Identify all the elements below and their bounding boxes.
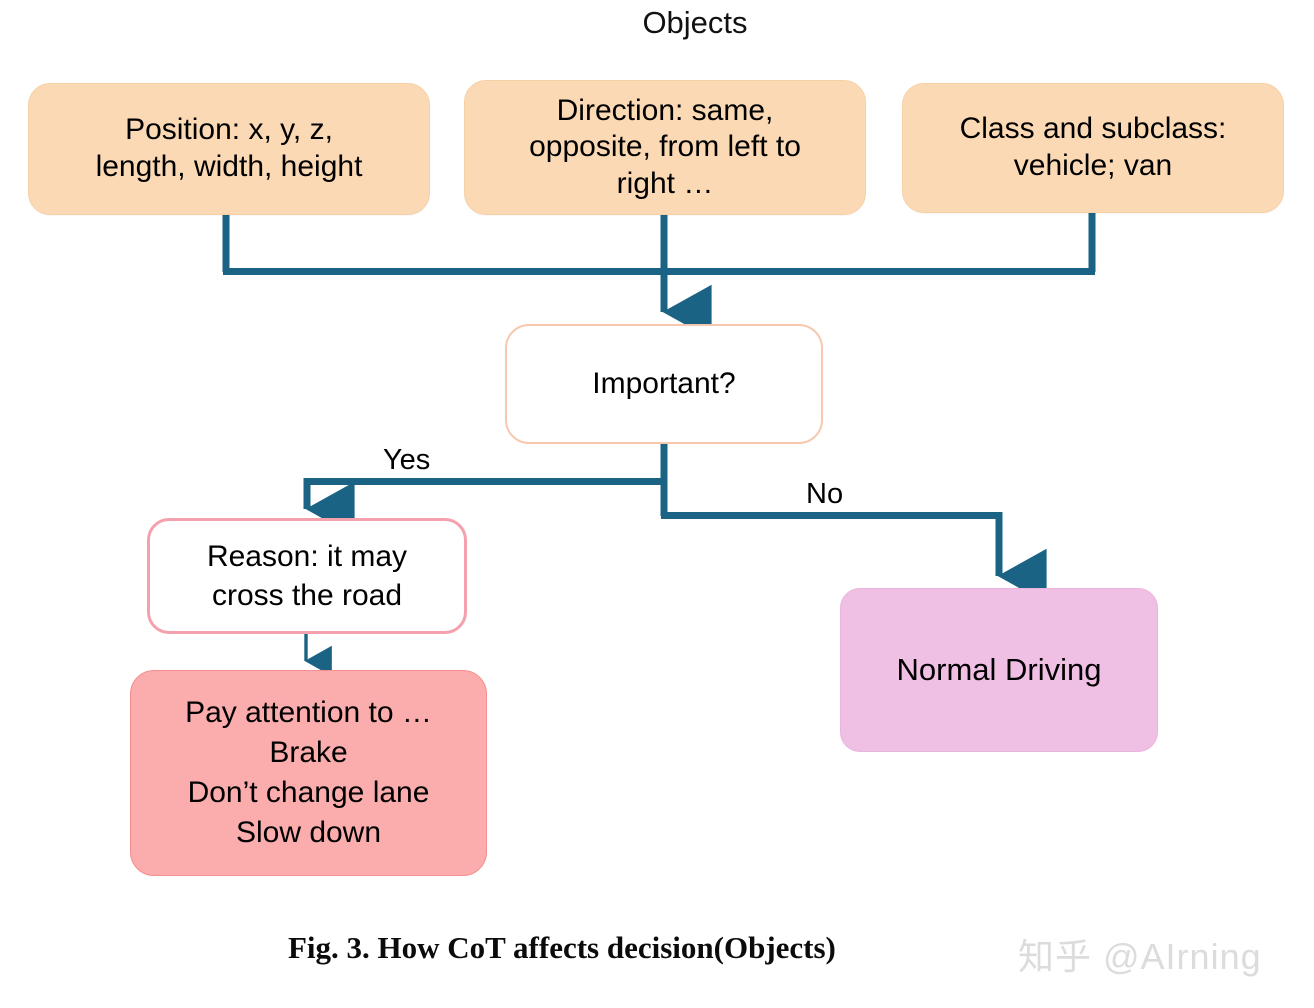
node-important-decision[interactable]: Important? <box>505 324 823 444</box>
edge-yes-to-reason <box>303 478 667 537</box>
figure-caption: Fig. 3. How CoT affects decision(Objects… <box>288 930 836 965</box>
node-reason[interactable]: Reason: it may cross the road <box>147 518 467 634</box>
figure-title: Objects <box>642 5 748 40</box>
edge-no-to-normal-driving <box>661 512 1047 604</box>
edge-label-yes: Yes <box>383 444 431 476</box>
node-position-attributes[interactable]: Position: x, y, z, length, width, height <box>28 83 430 215</box>
node-direction-attributes[interactable]: Direction: same, opposite, from left to … <box>464 80 866 215</box>
edge-label-no: No <box>806 478 844 510</box>
node-normal-driving[interactable]: Normal Driving <box>840 588 1158 752</box>
node-action-list[interactable]: Pay attention to … Brake Don’t change la… <box>130 670 487 876</box>
node-class-attributes[interactable]: Class and subclass: vehicle; van <box>902 83 1284 213</box>
watermark: 知乎 @AIrning <box>1018 936 1262 977</box>
